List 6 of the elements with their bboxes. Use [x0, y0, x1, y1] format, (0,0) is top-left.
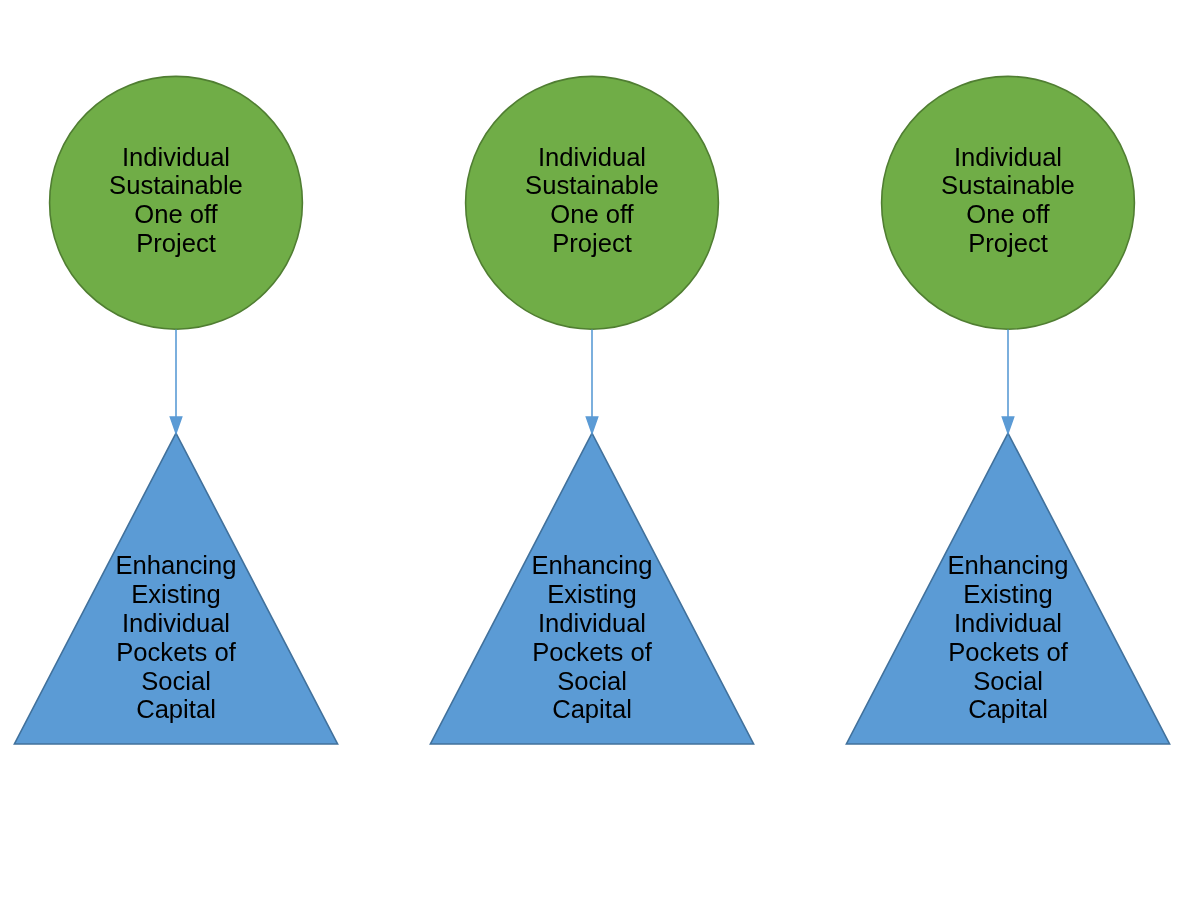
node-circle: Individual Sustainable One off Project	[464, 75, 720, 330]
node-circle: Individual Sustainable One off Project	[48, 75, 304, 330]
arrow	[1001, 328, 1015, 436]
node-circle: Individual Sustainable One off Project	[880, 75, 1136, 330]
arrow	[585, 328, 599, 436]
arrow	[169, 328, 183, 436]
